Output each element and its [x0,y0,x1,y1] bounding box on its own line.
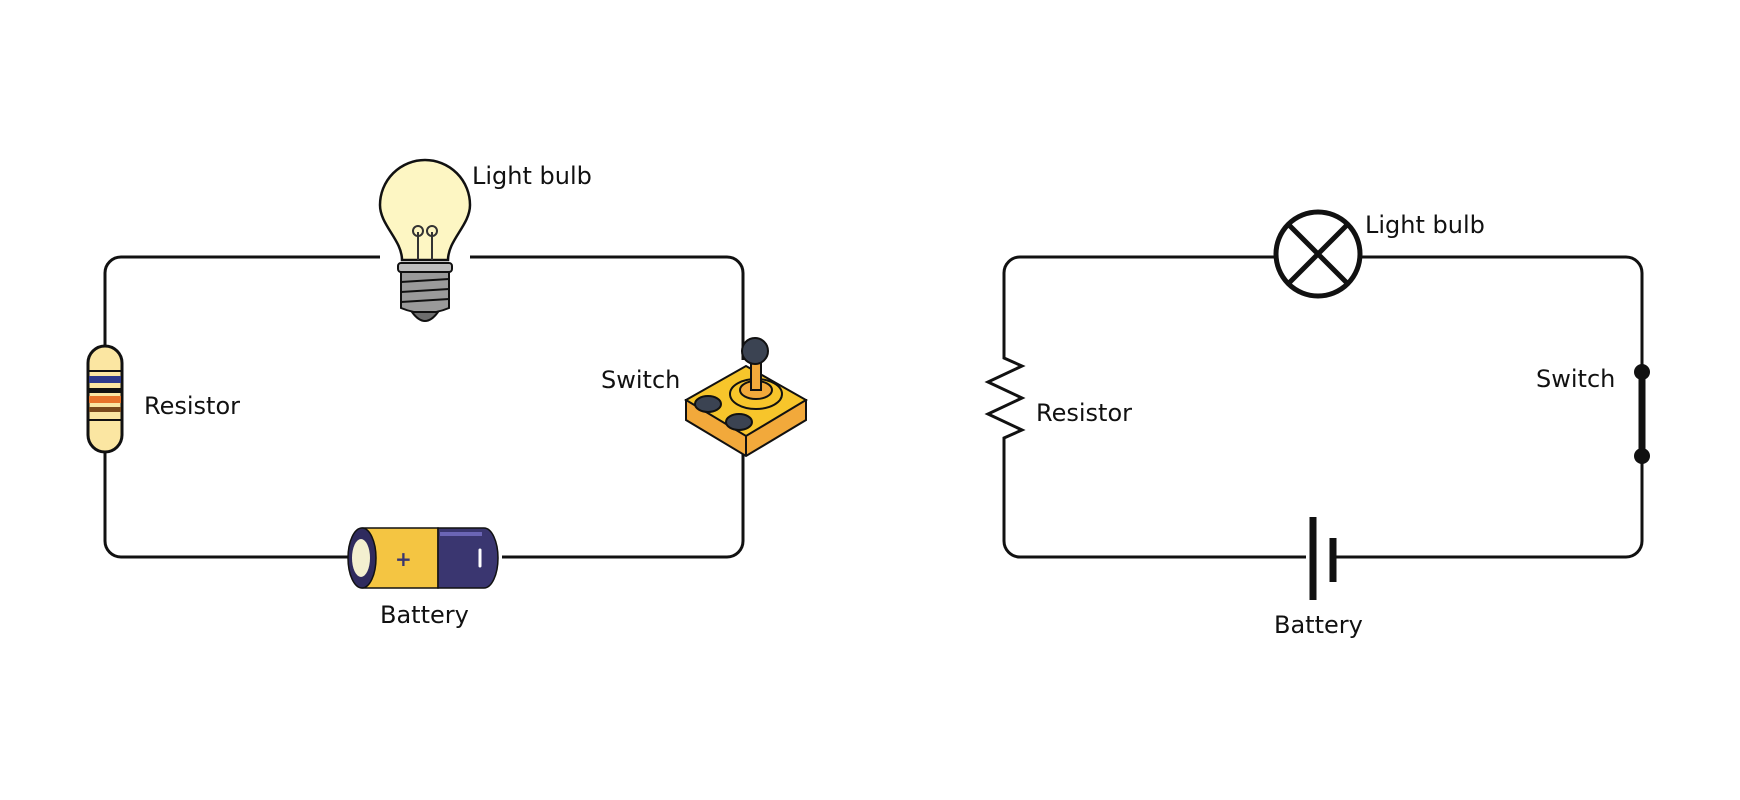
pictorial-switch-label: Switch [601,366,680,394]
toggle-switch-icon [684,337,808,458]
schematic-resistor-label: Resistor [1036,399,1132,427]
pictorial-circuit: Light bulb Resistor Switch [86,158,808,629]
battery-symbol [1306,517,1337,600]
resistor-symbol [984,324,1026,454]
pictorial-battery-label: Battery [380,601,469,629]
switch-symbol [1634,364,1650,464]
battery-icon: + [347,527,502,589]
schematic-battery-label: Battery [1274,611,1363,639]
svg-text:+: + [395,547,412,571]
schematic-circuit: Light bulb Resistor Switch Battery [984,209,1650,639]
resistor-icon [86,344,124,454]
schematic-light-bulb-label: Light bulb [1365,211,1485,239]
light-bulb-icon [378,158,472,322]
lamp-symbol [1273,209,1363,299]
pictorial-light-bulb-label: Light bulb [472,162,592,190]
pictorial-resistor-label: Resistor [144,392,240,420]
schematic-switch-label: Switch [1536,365,1615,393]
